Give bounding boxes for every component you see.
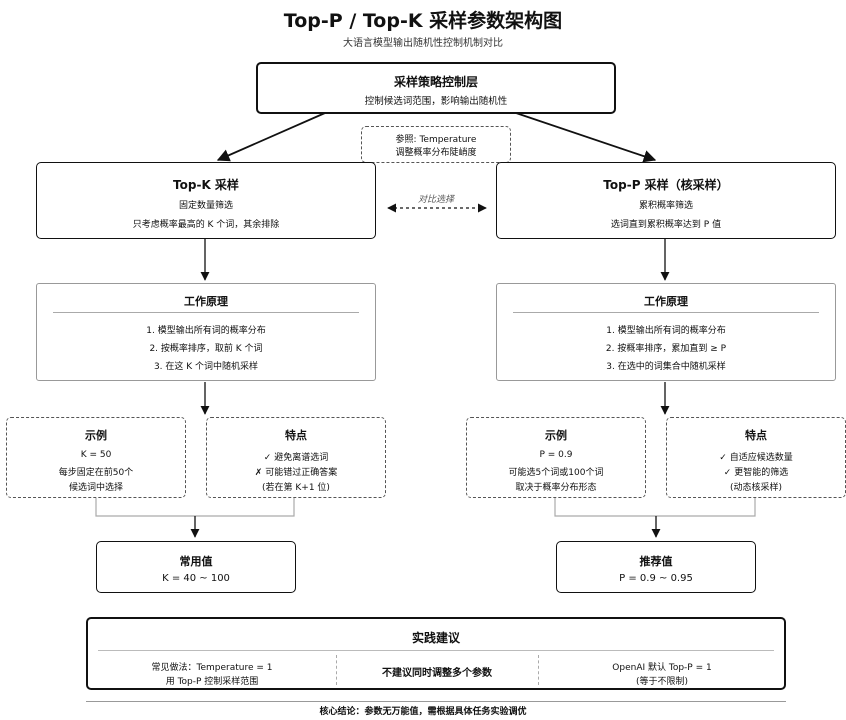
compare-label: 对比选择: [417, 195, 454, 205]
topk-step: 2. 按概率排序，取前 K 个词: [149, 344, 263, 354]
topp-desc: 选词直到累积概率达到 P 值: [610, 220, 722, 230]
topp-principle-title: 工作原理: [644, 295, 688, 308]
topp-subtitle: 累积概率筛选: [638, 201, 693, 211]
topp-merge-line: [554, 498, 756, 517]
topp-step: 2. 按概率排序，累加直到 ≥ P: [605, 344, 727, 354]
topp-principle-divider: [513, 312, 819, 313]
reference-line-2: 调整概率分布陡峭度: [395, 148, 477, 158]
topp-feature-line: (动态核采样): [729, 483, 783, 493]
arrow-control-to-topp: [515, 112, 657, 163]
footer-conclusion: 核心结论：参数无万能值，需根据具体任务实验调优: [319, 707, 527, 717]
topk-merge-line: [95, 498, 295, 517]
practice-divider: [98, 650, 774, 651]
topp-title: Top-P 采样（核采样）: [603, 178, 729, 192]
topk-step: 1. 模型输出所有词的概率分布: [146, 326, 266, 336]
footer-divider: [86, 701, 786, 702]
topp-box: Top-P 采样（核采样） 累积概率筛选 选词直到累积概率达到 P 值: [496, 162, 836, 239]
topk-common-value-box: 常用值 K = 40 ~ 100: [96, 541, 296, 593]
topp-rec-value: P = 0.9 ~ 0.95: [619, 573, 693, 584]
practice-title: 实践建议: [411, 631, 460, 645]
topk-feature-line: (若在第 K+1 位): [262, 483, 330, 493]
practice-right-line-2: (等于不限制): [635, 677, 689, 687]
topk-example-title: 示例: [85, 429, 107, 442]
page-subtitle: 大语言模型输出随机性控制机制对比: [343, 38, 503, 49]
topk-subtitle: 固定数量筛选: [178, 201, 233, 211]
topp-example-line: 可能选5个词或100个词: [508, 468, 604, 478]
topk-common-value: K = 40 ~ 100: [162, 573, 230, 584]
topk-common-title: 常用值: [179, 555, 213, 568]
topk-feature-line: ✗ 可能错过正确答案: [254, 468, 338, 478]
topp-recommended-value-box: 推荐值 P = 0.9 ~ 0.95: [556, 541, 756, 593]
topk-features-box: 特点 ✓ 避免离谱选词 ✗ 可能错过正确答案 (若在第 K+1 位): [206, 417, 386, 498]
topk-principle-divider: [53, 312, 359, 313]
practice-center-note: 不建议同时调整多个参数: [382, 668, 492, 679]
topp-step: 3. 在选中的词集合中随机采样: [606, 362, 726, 372]
topk-step: 3. 在这 K 个词中随机采样: [153, 362, 259, 372]
control-layer-box: 采样策略控制层 控制候选词范围，影响输出随机性: [256, 62, 616, 114]
arrow-control-to-topk: [216, 112, 326, 162]
topk-example-box: 示例 K = 50 每步固定在前50个 候选词中选择: [6, 417, 186, 498]
topp-feature-line: ✓ 更智能的筛选: [723, 468, 789, 478]
topp-example-line: P = 0.9: [539, 450, 573, 460]
topp-feature-line: ✓ 自适应候选数量: [719, 453, 793, 463]
practice-right-line-1: OpenAI 默认 Top-P = 1: [612, 663, 712, 673]
reference-line-1: 参照: Temperature: [395, 135, 477, 145]
control-layer-title: 采样策略控制层: [393, 75, 478, 89]
page-title: Top-P / Top-K 采样参数架构图: [283, 10, 563, 32]
topk-desc: 只考虑概率最高的 K 个词，其余排除: [132, 220, 280, 230]
practice-left-line-2: 用 Top-P 控制采样范围: [165, 677, 259, 687]
topk-feature-line: ✓ 避免离谱选词: [263, 453, 329, 463]
topp-principle-box: 工作原理 1. 模型输出所有词的概率分布 2. 按概率排序，累加直到 ≥ P 3…: [496, 283, 836, 381]
topp-example-line: 取决于概率分布形态: [515, 483, 597, 493]
topk-principle-title: 工作原理: [184, 295, 228, 308]
topp-rec-title: 推荐值: [639, 555, 673, 568]
topk-box: Top-K 采样 固定数量筛选 只考虑概率最高的 K 个词，其余排除: [36, 162, 376, 239]
topp-features-box: 特点 ✓ 自适应候选数量 ✓ 更智能的筛选 (动态核采样): [666, 417, 846, 498]
practice-col-divider-left: [336, 655, 337, 685]
topk-features-title: 特点: [285, 429, 307, 442]
topk-principle-box: 工作原理 1. 模型输出所有词的概率分布 2. 按概率排序，取前 K 个词 3.…: [36, 283, 376, 381]
practice-left-line-1: 常见做法：Temperature = 1: [151, 663, 273, 673]
practice-col-divider-right: [538, 655, 539, 685]
topk-example-line: 候选词中选择: [68, 483, 123, 493]
topp-features-title: 特点: [745, 429, 767, 442]
topk-title: Top-K 采样: [173, 178, 239, 192]
topp-example-title: 示例: [545, 429, 567, 442]
topk-example-line: K = 50: [80, 450, 112, 460]
control-layer-desc: 控制候选词范围，影响输出随机性: [364, 96, 508, 107]
temperature-reference-box: 参照: Temperature 调整概率分布陡峭度: [361, 126, 511, 163]
topk-example-line: 每步固定在前50个: [58, 468, 134, 478]
topp-step: 1. 模型输出所有词的概率分布: [606, 326, 726, 336]
practice-box: 实践建议 常见做法：Temperature = 1 用 Top-P 控制采样范围…: [86, 617, 786, 690]
topp-example-box: 示例 P = 0.9 可能选5个词或100个词 取决于概率分布形态: [466, 417, 646, 498]
